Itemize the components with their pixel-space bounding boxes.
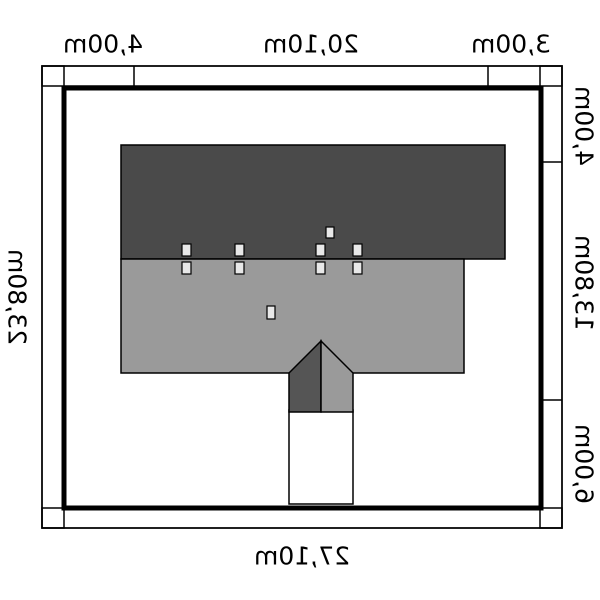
roof-windows: [181, 226, 363, 320]
roof-window: [352, 261, 363, 275]
dim-top-right: 3,00m: [471, 30, 551, 59]
roof-window: [325, 226, 335, 239]
roof-window: [315, 243, 326, 257]
roof-window: [234, 243, 245, 257]
roof-window: [181, 243, 192, 257]
roof-rear-slope: [120, 144, 506, 260]
dim-right-bottom: 6,00m: [570, 424, 599, 504]
roof-window: [352, 243, 363, 257]
roof-front-slope: [120, 258, 465, 374]
roof-window: [266, 305, 276, 320]
dim-top-left: 4,00m: [63, 30, 143, 59]
dim-right-middle: 13,80m: [570, 235, 599, 331]
dim-bottom: 27,10m: [254, 542, 350, 571]
driveway: [288, 409, 354, 505]
entrance-roof-right: [320, 339, 354, 413]
dim-top-middle: 20,10m: [263, 30, 359, 59]
dim-left: 23,80m: [3, 249, 32, 345]
roof-window: [315, 261, 326, 275]
roof-window: [181, 261, 192, 275]
roof-window: [234, 261, 245, 275]
house: [120, 144, 506, 413]
dim-right-top: 4,00m: [570, 86, 599, 166]
plot-boundary: [61, 85, 544, 511]
